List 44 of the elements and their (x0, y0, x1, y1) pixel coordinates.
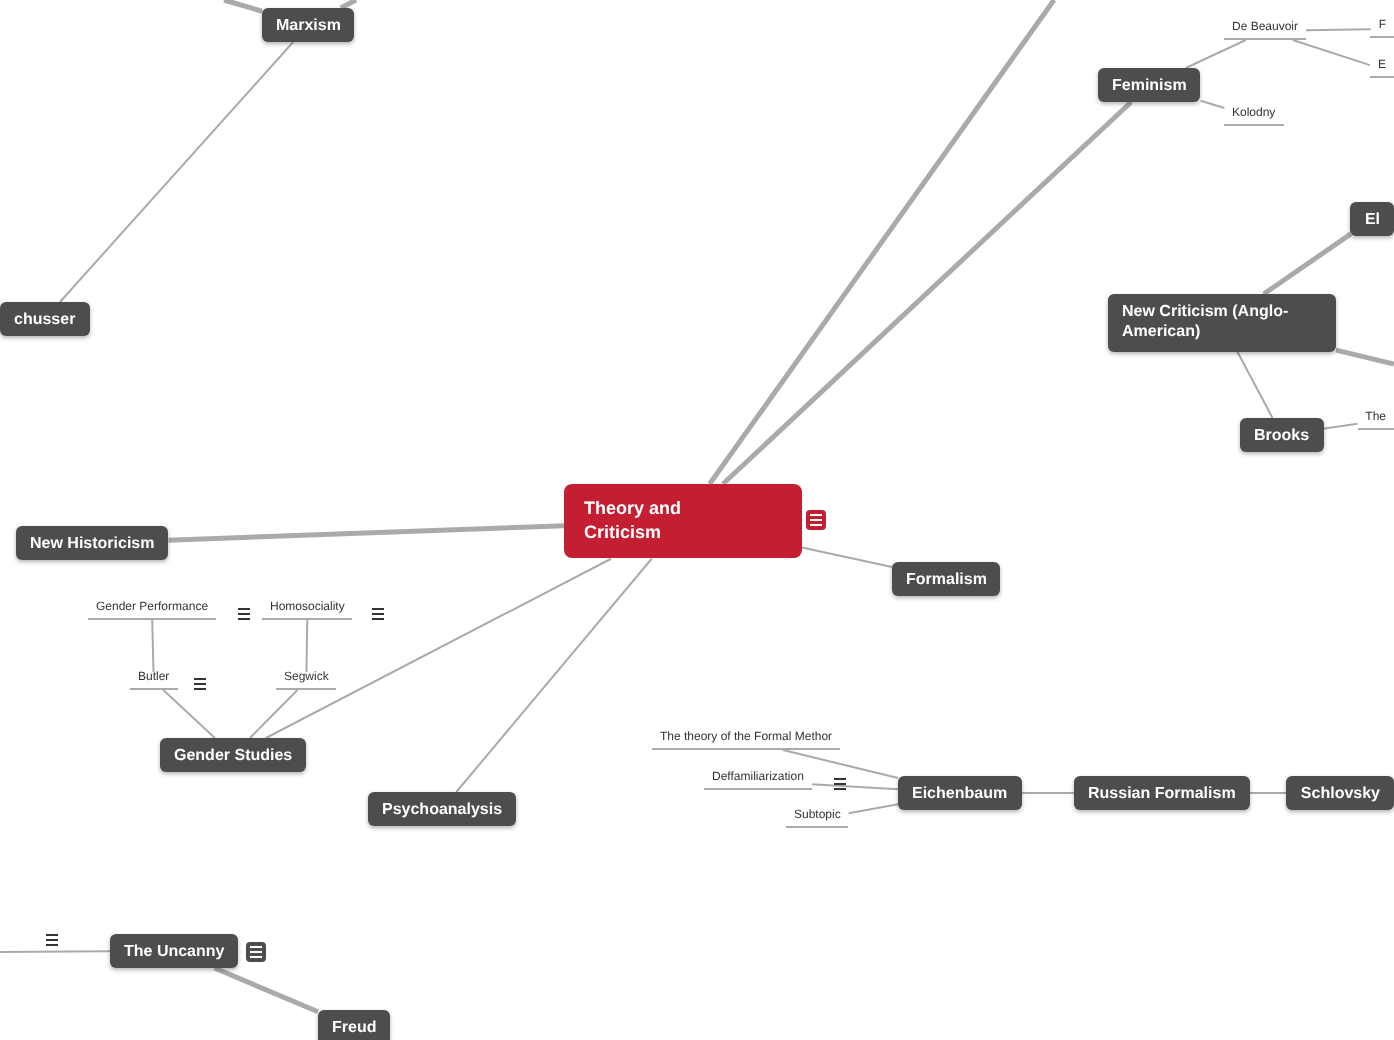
connector-line (213, 965, 319, 1014)
connector-line (847, 803, 899, 815)
topic-box: Gender Studies (160, 738, 307, 772)
connector-line (162, 689, 216, 739)
central-topic-box: Theory and Criticism (564, 484, 802, 559)
connector-line (707, 0, 1057, 486)
connector-line (1184, 39, 1247, 69)
connector-line (721, 100, 1133, 486)
connector-line (1291, 39, 1371, 67)
connector-line (168, 523, 565, 543)
connector-line (339, 0, 358, 11)
connector-line (810, 783, 899, 791)
connector-line (1020, 792, 1075, 794)
connector-line (305, 619, 309, 673)
topic-box: El (1350, 202, 1394, 236)
topic-box: chusser (0, 302, 90, 336)
topic-box: Formalism (892, 562, 1001, 596)
topic-box: Freud (318, 1010, 391, 1040)
topic-box: Marxism (262, 8, 355, 42)
connector-line (58, 41, 295, 303)
topic-box: Russian Formalism (1074, 776, 1250, 810)
connector-line (455, 557, 653, 793)
connector-line (1305, 28, 1372, 32)
connector-line (1322, 422, 1359, 430)
topic-box: Psychoanalysis (368, 792, 517, 826)
connector-line (801, 546, 893, 569)
connector-line (151, 619, 155, 673)
connector-line (0, 950, 111, 953)
topic-box: Eichenbaum (898, 776, 1022, 810)
connector-line (264, 557, 613, 739)
topic-box: New Historicism (16, 526, 169, 560)
topic-box: Brooks (1240, 418, 1324, 452)
topic-box: Schlovsky (1286, 776, 1394, 810)
topic-box: The Uncanny (110, 934, 239, 968)
connector-line (782, 749, 899, 779)
connector-line (1236, 350, 1274, 419)
topic-box: Feminism (1098, 68, 1201, 102)
connector-line (223, 0, 263, 14)
connector-line (248, 689, 299, 739)
connector-line (1335, 347, 1394, 367)
topic-box: New Criticism (Anglo-American) (1108, 294, 1336, 352)
connector-line (1199, 99, 1226, 109)
connector-line (1262, 231, 1353, 297)
connector-line (1248, 792, 1288, 794)
